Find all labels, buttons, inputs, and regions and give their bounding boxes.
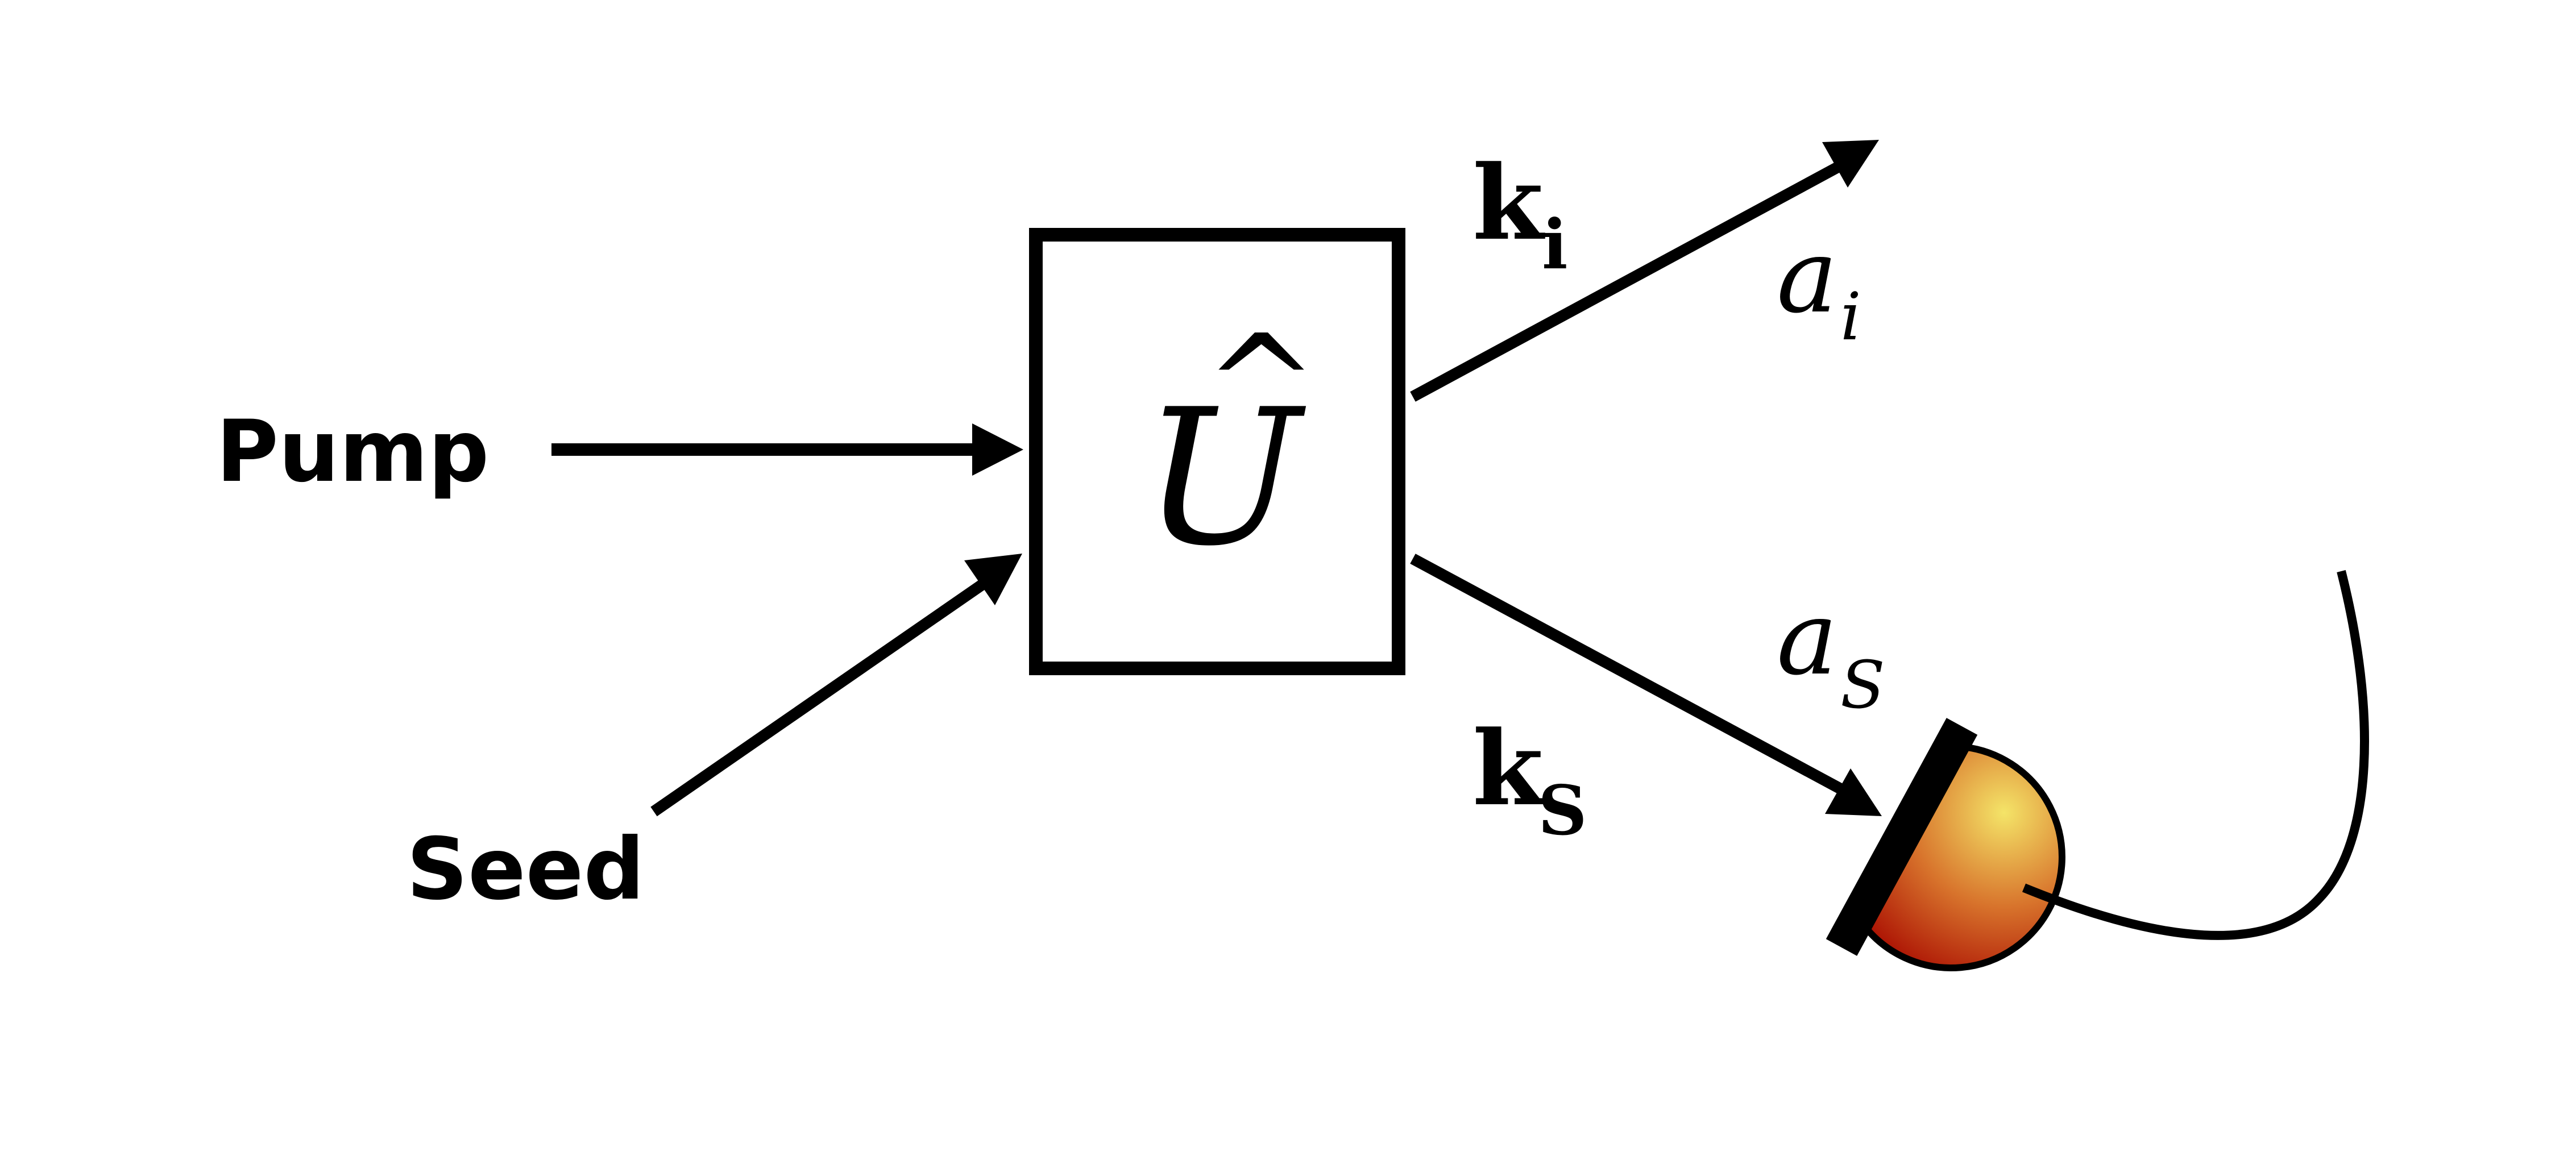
signal-arrow-line xyxy=(1410,554,1848,796)
signal-arrowhead xyxy=(1825,768,1882,816)
seed-label: Seed xyxy=(406,820,645,919)
idler-k: k xyxy=(1472,143,1545,263)
signal-a-subscript: S xyxy=(1840,647,1885,724)
operator-hat: ^ xyxy=(1204,305,1318,464)
detector-dome xyxy=(1861,743,2065,971)
seed-arrow xyxy=(650,554,1022,817)
pump-arrowhead xyxy=(972,423,1023,476)
idler-a: a xyxy=(1777,217,1837,336)
seed-arrow-line xyxy=(650,575,993,817)
seed-arrowhead xyxy=(964,554,1022,605)
signal-a: a xyxy=(1777,579,1837,698)
idler-k-subscript: i xyxy=(1542,205,1568,285)
signal-k: k xyxy=(1472,709,1545,829)
idler-arrow xyxy=(1410,140,1879,402)
idler-mode-label: a i xyxy=(1777,217,1861,355)
detector-cable xyxy=(2022,570,2369,940)
idler-arrow-line xyxy=(1410,160,1845,402)
idler-wavevector-label: k i xyxy=(1472,143,1568,285)
signal-k-subscript: S xyxy=(1538,771,1587,851)
signal-mode-label: a S xyxy=(1777,579,1885,724)
operator-symbol: U xyxy=(1143,369,1307,587)
signal-arrow xyxy=(1410,554,1882,816)
detector-plate xyxy=(1826,718,1978,956)
pump-label: Pump xyxy=(216,402,489,501)
unitary-operator-box xyxy=(1029,228,1405,675)
signal-wavevector-label: k S xyxy=(1472,709,1587,851)
photodetector-icon xyxy=(1826,570,2369,971)
idler-arrowhead xyxy=(1822,140,1879,188)
pump-arrow xyxy=(551,423,1023,476)
idler-a-subscript: i xyxy=(1840,279,1861,355)
